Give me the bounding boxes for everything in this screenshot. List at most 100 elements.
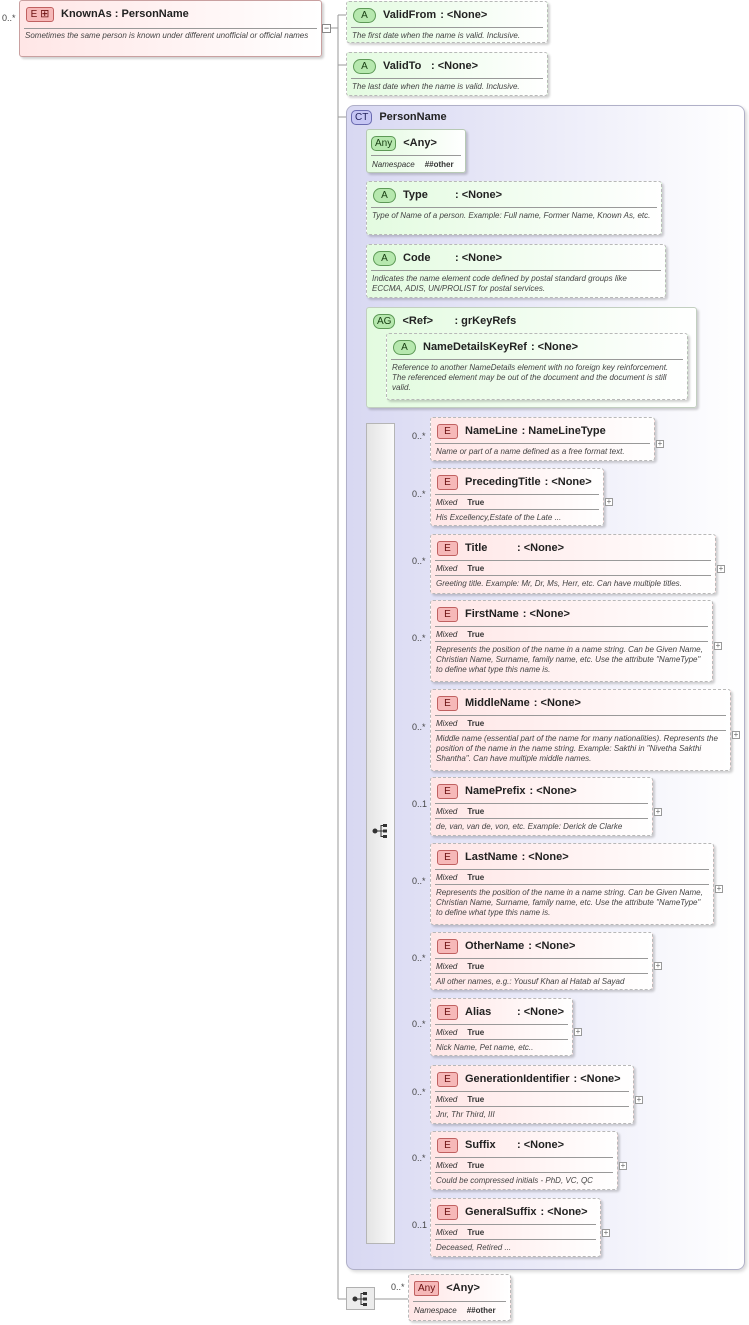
root-element-knownas[interactable]: E ⊞ KnownAs : PersonName Sometimes the s…: [19, 0, 322, 57]
element-cardinality: 0..*: [412, 489, 426, 499]
namespace-value: ##other: [424, 160, 454, 169]
attribute-group-grkeyrefs[interactable]: AG <Ref> : grKeyRefs A NameDetailsKeyRef…: [366, 307, 697, 408]
attribute-doc: Type of Name of a person. Example: Full …: [372, 211, 651, 220]
expand-plus-icon[interactable]: +: [574, 1027, 582, 1036]
element-type: : <None>: [522, 608, 570, 620]
element-cardinality: 0..*: [412, 633, 426, 643]
attribute-group-type: : grKeyRefs: [454, 315, 517, 327]
expand-plus-icon[interactable]: +: [654, 806, 662, 816]
any-element[interactable]: Any <Any> Namespace##other: [408, 1274, 511, 1321]
attribute-validfrom[interactable]: A ValidFrom : <None> The first date when…: [346, 1, 548, 43]
element-cardinality: 0..*: [412, 953, 426, 963]
mixed-label: Mixed: [436, 630, 458, 639]
element-doc: de, van, van de, von, etc. Example: Deri…: [436, 822, 623, 831]
element-icon: E ⊞: [26, 6, 54, 22]
attribute-namedetailskeyref[interactable]: A NameDetailsKeyRef : <None> Reference t…: [386, 333, 688, 400]
element-icon: E: [437, 1004, 458, 1020]
attribute-group-icon: AG: [373, 313, 396, 329]
element-type: : <None>: [517, 542, 565, 554]
any-icon: Any: [414, 1280, 440, 1296]
attribute-type[interactable]: A Type : <None> Type of Name of a person…: [366, 181, 662, 235]
element-cardinality: 0..1: [412, 1219, 428, 1230]
element-cardinality: 0..*: [412, 876, 426, 886]
element-icon: E: [437, 1137, 458, 1153]
attribute-type: : <None>: [431, 60, 479, 72]
attribute-code[interactable]: A Code : <None> Indicates the name eleme…: [366, 244, 666, 298]
element-cardinality: 0..*: [412, 431, 426, 441]
element-type: : <None>: [528, 940, 576, 952]
namespace-label: Namespace: [414, 1306, 457, 1315]
sequence-compositor-bottom[interactable]: [346, 1287, 375, 1310]
element-doc: Represents the position of the name in a…: [436, 645, 703, 674]
mixed-label: Mixed: [436, 498, 458, 507]
element-doc: Jnr, Thr Third, III: [436, 1110, 495, 1119]
expand-plus-icon[interactable]: +: [714, 641, 722, 650]
any-icon: Any: [371, 135, 397, 151]
attribute-icon: A: [393, 339, 416, 355]
attribute-name: Code: [403, 252, 431, 264]
attribute-type-value: : <None>: [530, 341, 579, 353]
mixed-value: True: [467, 630, 485, 639]
expand-plus-icon[interactable]: +: [605, 497, 613, 506]
root-element-doc: Sometimes the same person is known under…: [25, 31, 309, 40]
element-doc: Name or part of a name defined as a free…: [436, 447, 625, 456]
element-type: : <None>: [540, 1206, 588, 1218]
expand-plus-icon[interactable]: +: [732, 730, 740, 739]
element-icon: E: [437, 1071, 458, 1087]
expand-plus-icon[interactable]: +: [619, 1160, 627, 1170]
expand-plus-icon[interactable]: +: [635, 1094, 643, 1104]
element-cardinality: 0..*: [412, 1152, 426, 1163]
element-doc: Greeting title. Example: Mr, Dr, Ms, Her…: [436, 579, 682, 588]
mixed-label: Mixed: [436, 1228, 458, 1237]
expand-plus-icon[interactable]: +: [654, 961, 662, 970]
attribute-name: Type: [403, 189, 428, 201]
element-type: : <None>: [529, 785, 577, 797]
attribute-name: ValidTo: [383, 60, 422, 72]
element-name: FirstName: [465, 608, 519, 620]
element-cardinality: 0..*: [412, 1019, 426, 1029]
mixed-label: Mixed: [436, 807, 458, 816]
expand-plus-icon[interactable]: +: [602, 1227, 610, 1237]
expand-plus-icon[interactable]: +: [656, 439, 664, 448]
element-name: GeneralSuffix: [465, 1206, 537, 1218]
attribute-doc: Reference to another NameDetails element…: [392, 363, 669, 392]
expand-plus-icon[interactable]: +: [717, 564, 725, 573]
namespace-label: Namespace: [372, 160, 415, 169]
collapse-minus-icon[interactable]: −: [322, 23, 331, 33]
attribute-name: ValidFrom: [383, 9, 437, 21]
element-icon: E: [437, 695, 458, 711]
attribute-validto[interactable]: A ValidTo : <None> The last date when th…: [346, 52, 548, 96]
any-name: <Any>: [446, 1282, 480, 1294]
element-icon: E: [437, 1204, 458, 1220]
expand-plus-icon[interactable]: +: [715, 884, 723, 893]
element-icon: E: [437, 540, 458, 556]
complex-type-header: CT PersonName: [351, 109, 447, 125]
any-element-cardinality: 0..*: [391, 1282, 405, 1292]
any-attribute[interactable]: Any <Any> Namespace##other: [366, 129, 466, 173]
element-type: : <None>: [544, 476, 592, 488]
attribute-type-value: : <None>: [455, 189, 503, 201]
element-type: : <None>: [517, 1139, 565, 1151]
element-doc: Nick Name, Pet name, etc..: [436, 1043, 534, 1052]
element-name: Suffix: [465, 1139, 496, 1151]
mixed-label: Mixed: [436, 1161, 458, 1170]
attribute-group-ref: <Ref>: [402, 315, 434, 327]
